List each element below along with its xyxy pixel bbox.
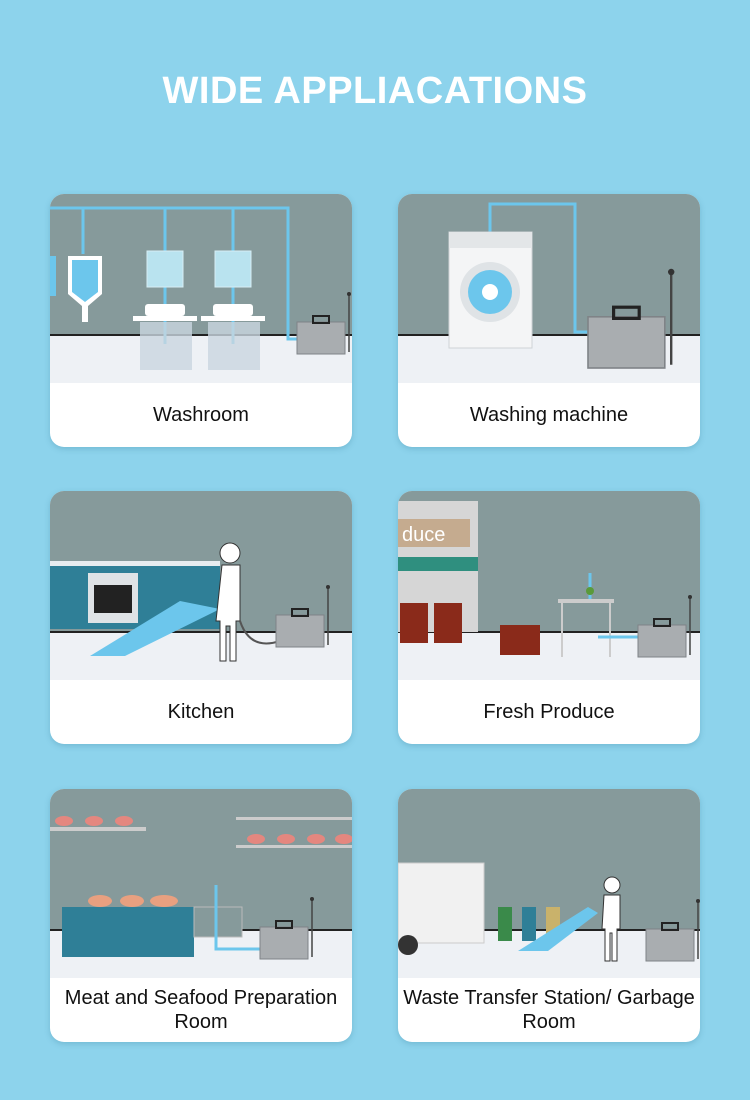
card-kitchen: Kitchen [50,491,352,744]
fresh-produce-illustration: duce [398,491,700,680]
meat-seafood-illustration [50,789,352,978]
card-washroom: Washroom [50,194,352,447]
garbage-room-illustration [398,789,700,978]
card-meat-seafood: Meat and Seafood Preparation Room [50,789,352,1042]
washroom-illustration [50,194,352,383]
kitchen-illustration [50,491,352,680]
card-washing-machine: Washing machine [398,194,700,447]
washing-machine-illustration [398,194,700,383]
card-garbage-room: Waste Transfer Station/ Garbage Room [398,789,700,1042]
card-label: Washing machine [469,404,629,426]
card-label: Waste Transfer Station/ Garbage Room [403,987,695,1033]
card-label: Meat and Seafood Preparation Room [64,987,338,1033]
card-label: Fresh Produce [483,701,615,723]
page-title: WIDE APPLIACATIONS [162,70,588,112]
card-fresh-produce: duce Fresh Produce [398,491,700,744]
shop-sign: duce [402,524,445,546]
card-label: Washroom [153,404,249,426]
card-label: Kitchen [167,701,235,723]
